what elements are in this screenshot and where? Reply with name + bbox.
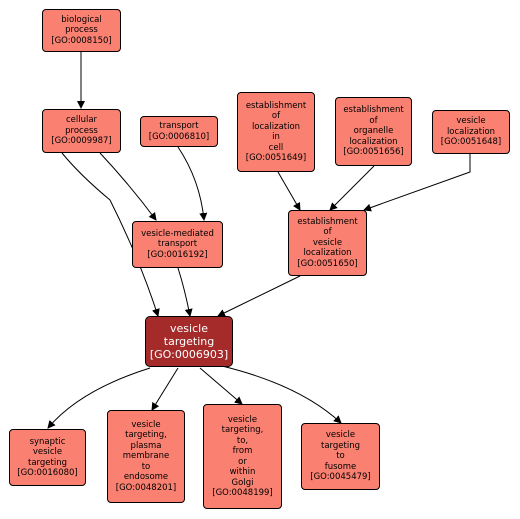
node-label-line: to [141, 461, 151, 472]
edge-transport-to-vesicle-mediated-transport [177, 146, 208, 221]
node-label-line: cellular [65, 115, 98, 126]
edge-vesicle-targeting-to-synaptic-vesicle-targeting [47, 367, 151, 429]
node-go-id: [GO:0045479] [310, 472, 371, 483]
edge-est-organelle-loc-to-est-vesicle-loc [329, 165, 375, 211]
node-label-line: targeting, [125, 430, 167, 441]
node-vesicle-targeting-to-from-or-within-golgi[interactable]: vesicle targeting, to, from or within Go… [203, 404, 282, 509]
node-label-line: of [369, 115, 378, 126]
node-go-id: [GO:0008150] [51, 35, 112, 46]
node-label-line: establishment [343, 105, 404, 116]
node-label-line: targeting [163, 335, 215, 348]
node-vesicle-targeting-to-fusome[interactable]: vesicle targeting to fusome [GO:0045479] [301, 423, 380, 490]
edge-cellular-process-to-vesicle-mediated-transport [99, 152, 157, 221]
node-label-line: plasma [130, 440, 162, 451]
node-go-id: [GO:0051648] [440, 137, 502, 148]
node-label-line: vesicle [131, 419, 161, 430]
node-label-line: localization [446, 126, 496, 137]
node-label-line: within [229, 467, 256, 477]
node-label-line: process [65, 125, 98, 136]
node-label-line: targeting, [221, 425, 264, 435]
node-go-id: [GO:0051650] [297, 258, 358, 269]
node-label-line: targeting [321, 440, 360, 451]
node-label-line: or [238, 456, 247, 467]
node-go-id: [GO:0009987] [51, 136, 112, 147]
edge-cellular-process-to-vesicle-targeting [61, 152, 160, 317]
node-label-line: transport [157, 239, 198, 250]
node-label-line: membrane [122, 451, 170, 462]
node-label-line: from [232, 446, 253, 456]
node-label-line: localization [251, 121, 301, 132]
node-label-line: localization [303, 248, 352, 259]
node-label-line: in [272, 132, 280, 142]
node-vesicle-targeting[interactable]: vesicle targeting [GO:0006903] [145, 316, 233, 367]
node-label-line: biological [61, 14, 102, 25]
node-label-line: of [323, 227, 332, 238]
node-label-line: to [336, 451, 345, 462]
node-label-line: Golgi [231, 477, 254, 488]
node-vesicle-targeting-plasma-membrane-to-endosome[interactable]: vesicle targeting, plasma membrane to en… [107, 410, 185, 503]
node-go-id: [GO:0048201] [115, 482, 177, 493]
edge-est-loc-in-cell-to-est-vesicle-loc [277, 171, 301, 211]
node-biological-process[interactable]: biological process [GO:0008150] [42, 9, 121, 52]
node-label-line: vesicle [170, 322, 208, 335]
edge-vesicle-mediated-transport-to-vesicle-targeting [177, 267, 193, 317]
node-label-line: synaptic [29, 436, 66, 447]
node-go-id: [GO:0006810] [148, 131, 210, 142]
node-label-line: localization [349, 136, 398, 147]
edge-vesicle-localization-to-est-vesicle-loc [363, 154, 471, 212]
node-vesicle-localization[interactable]: vesicle localization [GO:0051648] [432, 110, 510, 154]
node-label-line: transport [159, 121, 199, 131]
node-establishment-of-vesicle-localization[interactable]: establishment of vesicle localization [G… [288, 210, 367, 276]
node-label-line: process [65, 25, 98, 36]
node-label-line: vesicle [325, 430, 356, 441]
node-vesicle-mediated-transport[interactable]: vesicle-mediated transport [GO:0016192] [132, 221, 223, 268]
node-label-line: of [271, 111, 281, 121]
node-label-line: vesicle [227, 414, 258, 425]
edge-est-vesicle-loc-to-vesicle-targeting [217, 275, 301, 317]
node-go-id: [GO:0048199] [212, 488, 273, 498]
edge-vesicle-targeting-to-vt-to-from-golgi [199, 367, 243, 405]
node-label-line: establishment [297, 216, 358, 227]
edge-vesicle-targeting-to-vt-to-fusome [221, 365, 342, 424]
edge-vesicle-targeting-to-vt-plasma-membrane-endosome [151, 367, 179, 411]
node-label-line: to, [236, 435, 249, 446]
node-label-line: establishment [245, 100, 307, 111]
node-label-line: endosome [123, 472, 169, 483]
node-go-id: [GO:0006903] [149, 348, 229, 361]
node-go-id: [GO:0016192] [147, 249, 208, 260]
node-label-line: fusome [324, 461, 357, 472]
node-establishment-of-organelle-localization[interactable]: establishment of organelle localization … [335, 97, 412, 166]
node-go-id: [GO:0051649] [245, 153, 307, 163]
node-label-line: organelle [353, 126, 394, 137]
node-go-id: [GO:0016080] [17, 468, 78, 478]
node-label-line: vesicle-mediated [141, 228, 214, 239]
node-label-line: cell [268, 142, 284, 153]
node-cellular-process[interactable]: cellular process [GO:0009987] [42, 109, 121, 153]
node-label-line: vesicle [32, 447, 63, 457]
node-go-id: [GO:0051656] [343, 147, 404, 158]
node-transport[interactable]: transport [GO:0006810] [140, 116, 218, 147]
node-label-line: vesicle [456, 116, 486, 127]
node-synaptic-vesicle-targeting[interactable]: synaptic vesicle targeting [GO:0016080] [9, 429, 86, 486]
node-label-line: vesicle [312, 237, 343, 248]
node-establishment-of-localization-in-cell[interactable]: establishment of localization in cell [G… [237, 92, 315, 172]
node-label-line: targeting [28, 457, 67, 468]
